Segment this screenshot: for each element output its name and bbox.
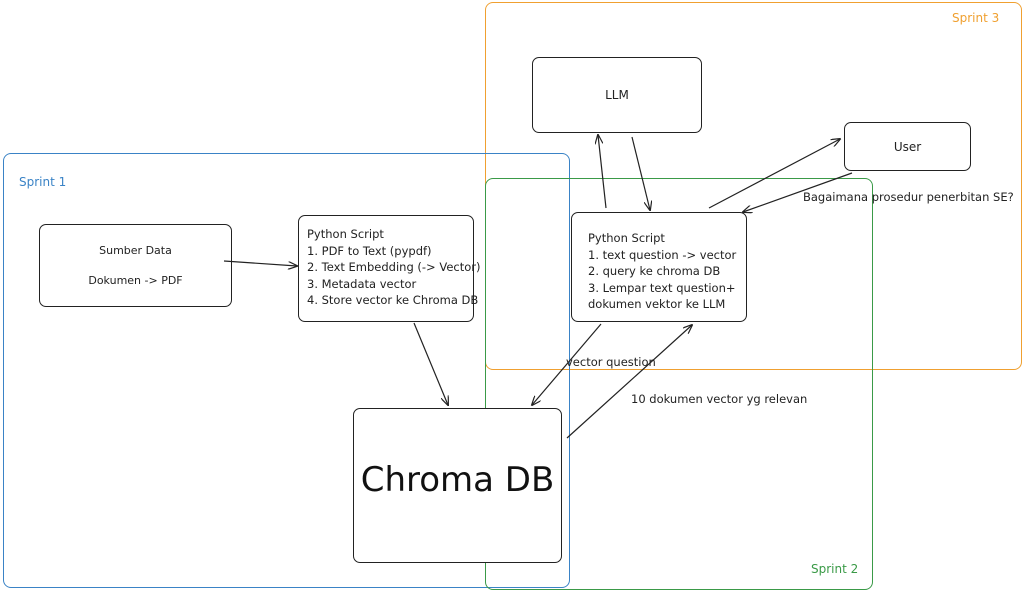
script-title: Python Script bbox=[307, 227, 384, 241]
sprint-1-label: Sprint 1 bbox=[19, 175, 67, 189]
sprint-2-label: Sprint 2 bbox=[811, 562, 859, 576]
llm-node[interactable]: LLM bbox=[532, 57, 702, 133]
script-step: 2. Text Embedding (-> Vector) bbox=[307, 260, 481, 274]
sumber-data-subtitle: Dokumen -> PDF bbox=[88, 274, 183, 287]
python-script-ingest-node[interactable]: Python Script 1. PDF to Text (pypdf) 2. … bbox=[298, 215, 481, 322]
edge-label-vector-question: vector question bbox=[566, 355, 656, 369]
chroma-db-node[interactable]: Chroma DB bbox=[353, 408, 562, 563]
user-node[interactable]: User bbox=[844, 122, 971, 171]
script-step: dokumen vektor ke LLM bbox=[588, 297, 726, 311]
sprint-2-region bbox=[485, 178, 873, 590]
script-step: 1. PDF to Text (pypdf) bbox=[307, 243, 432, 258]
sumber-data-title: Sumber Data bbox=[99, 244, 172, 257]
sprint-3-label: Sprint 3 bbox=[952, 11, 1000, 25]
edge-label-relevant-docs: 10 dokumen vector yg relevan bbox=[631, 392, 808, 406]
chroma-db-label: Chroma DB bbox=[360, 459, 555, 500]
script-step: 3. Metadata vector bbox=[307, 276, 417, 291]
script-step: 3. Lempar text question+ bbox=[588, 280, 736, 295]
script-step: 1. text question -> vector bbox=[588, 247, 737, 262]
llm-label: LLM bbox=[605, 88, 629, 102]
user-label: User bbox=[893, 139, 922, 154]
sumber-data-node[interactable]: Sumber Data Dokumen -> PDF bbox=[39, 224, 232, 307]
edge-label-user-question: Bagaimana prosedur penerbitan SE? bbox=[803, 190, 1014, 204]
script-title: Python Script bbox=[588, 231, 665, 245]
script-step: 4. Store vector ke Chroma DB bbox=[307, 293, 479, 307]
script-step: 2. query ke chroma DB bbox=[588, 264, 721, 278]
python-script-query-node[interactable]: Python Script 1. text question -> vector… bbox=[571, 212, 747, 322]
